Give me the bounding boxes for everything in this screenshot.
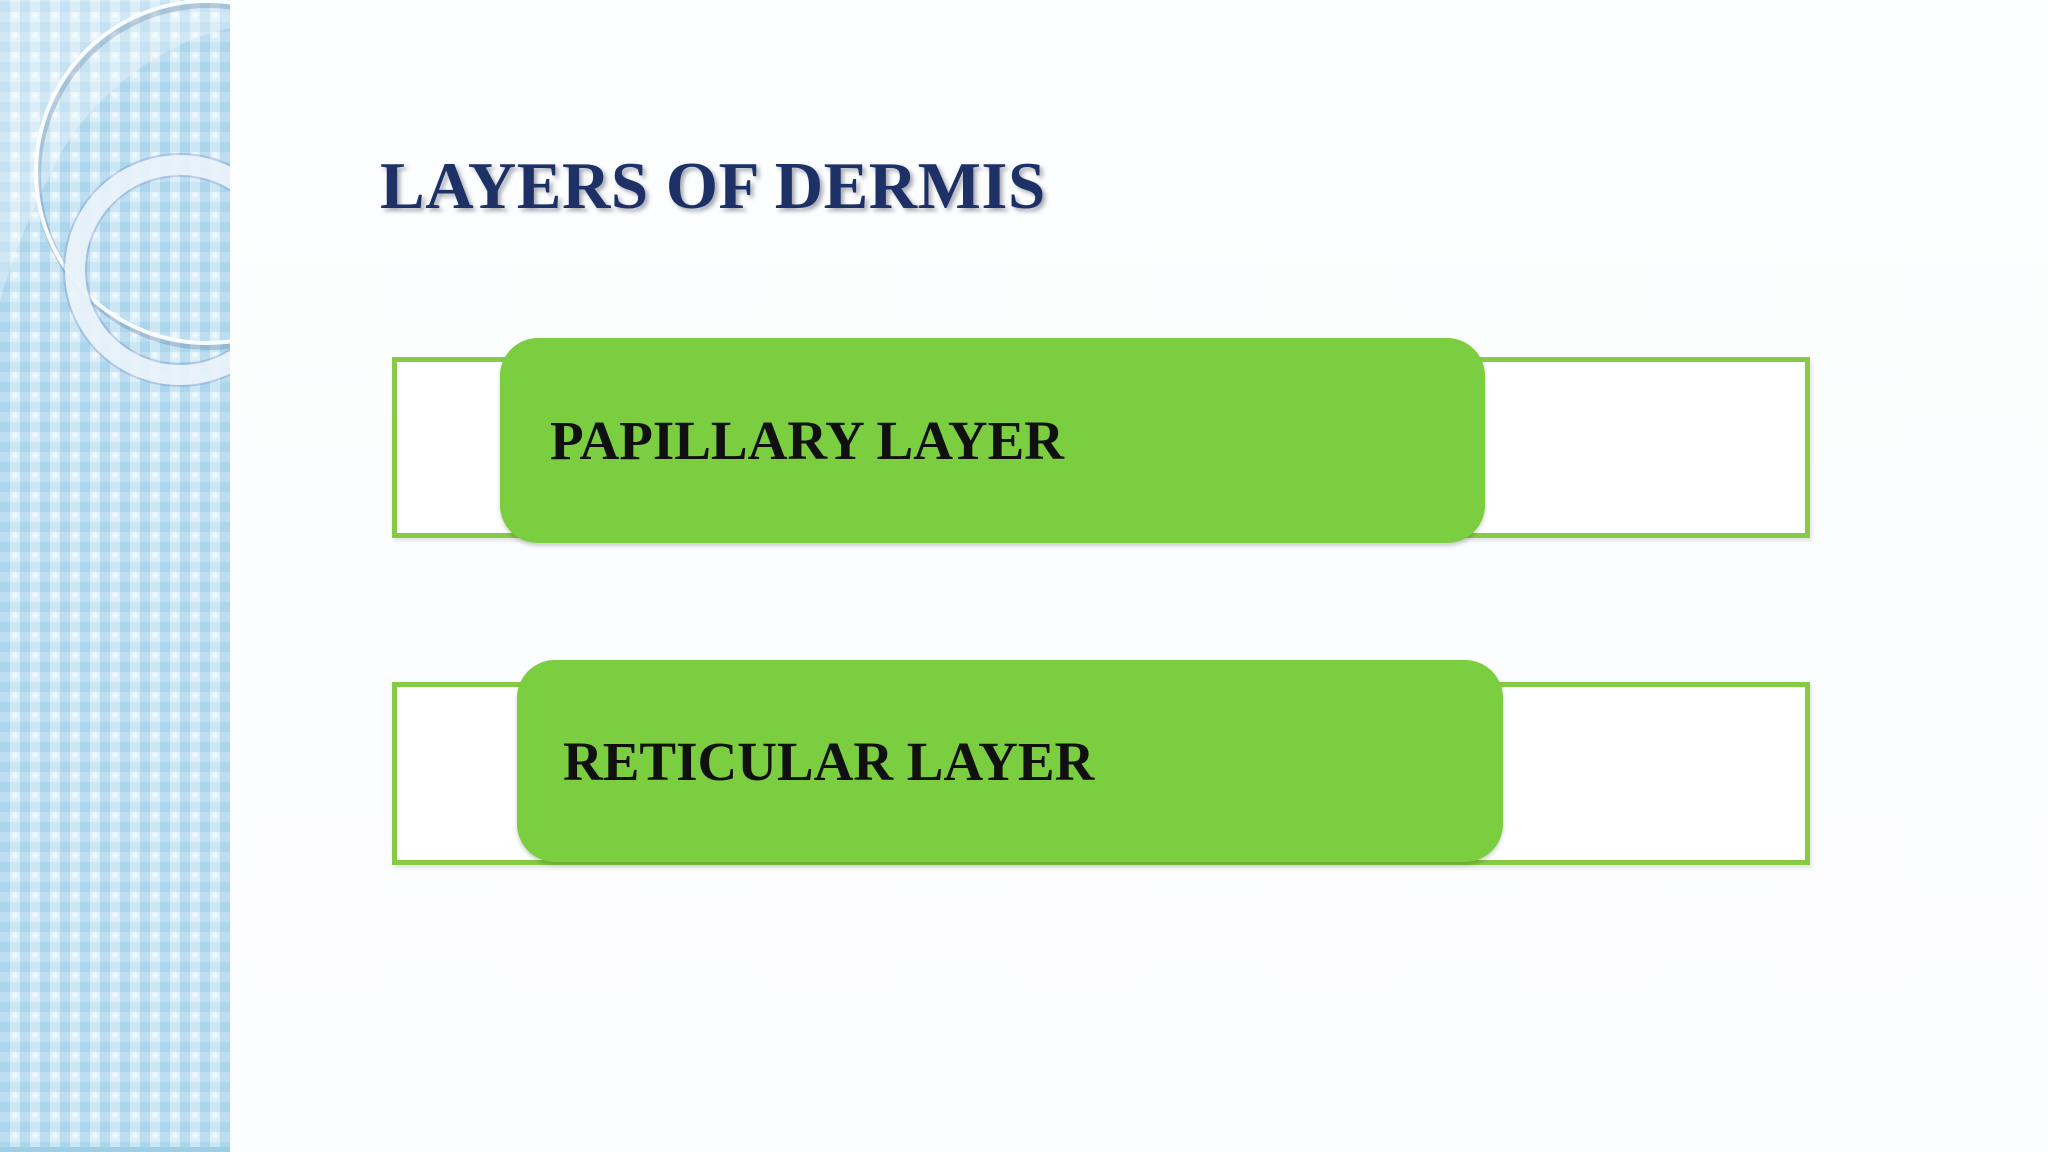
layer-label-papillary: PAPILLARY LAYER xyxy=(550,410,1065,471)
sidebar-ornament-graphic xyxy=(0,0,230,387)
layer-pill-reticular: RETICULAR LAYER xyxy=(517,660,1503,862)
page-title: LAYERS OF DERMIS xyxy=(380,148,1046,223)
sidebar-bottom-edge xyxy=(0,1147,230,1152)
thin-ring-icon xyxy=(34,0,230,350)
highlight-wedge-shape xyxy=(0,0,230,302)
thick-ring-icon xyxy=(63,153,230,387)
sidebar-decorative-band xyxy=(0,0,230,1152)
layer-pill-papillary: PAPILLARY LAYER xyxy=(500,338,1485,543)
layer-label-reticular: RETICULAR LAYER xyxy=(563,730,1095,792)
